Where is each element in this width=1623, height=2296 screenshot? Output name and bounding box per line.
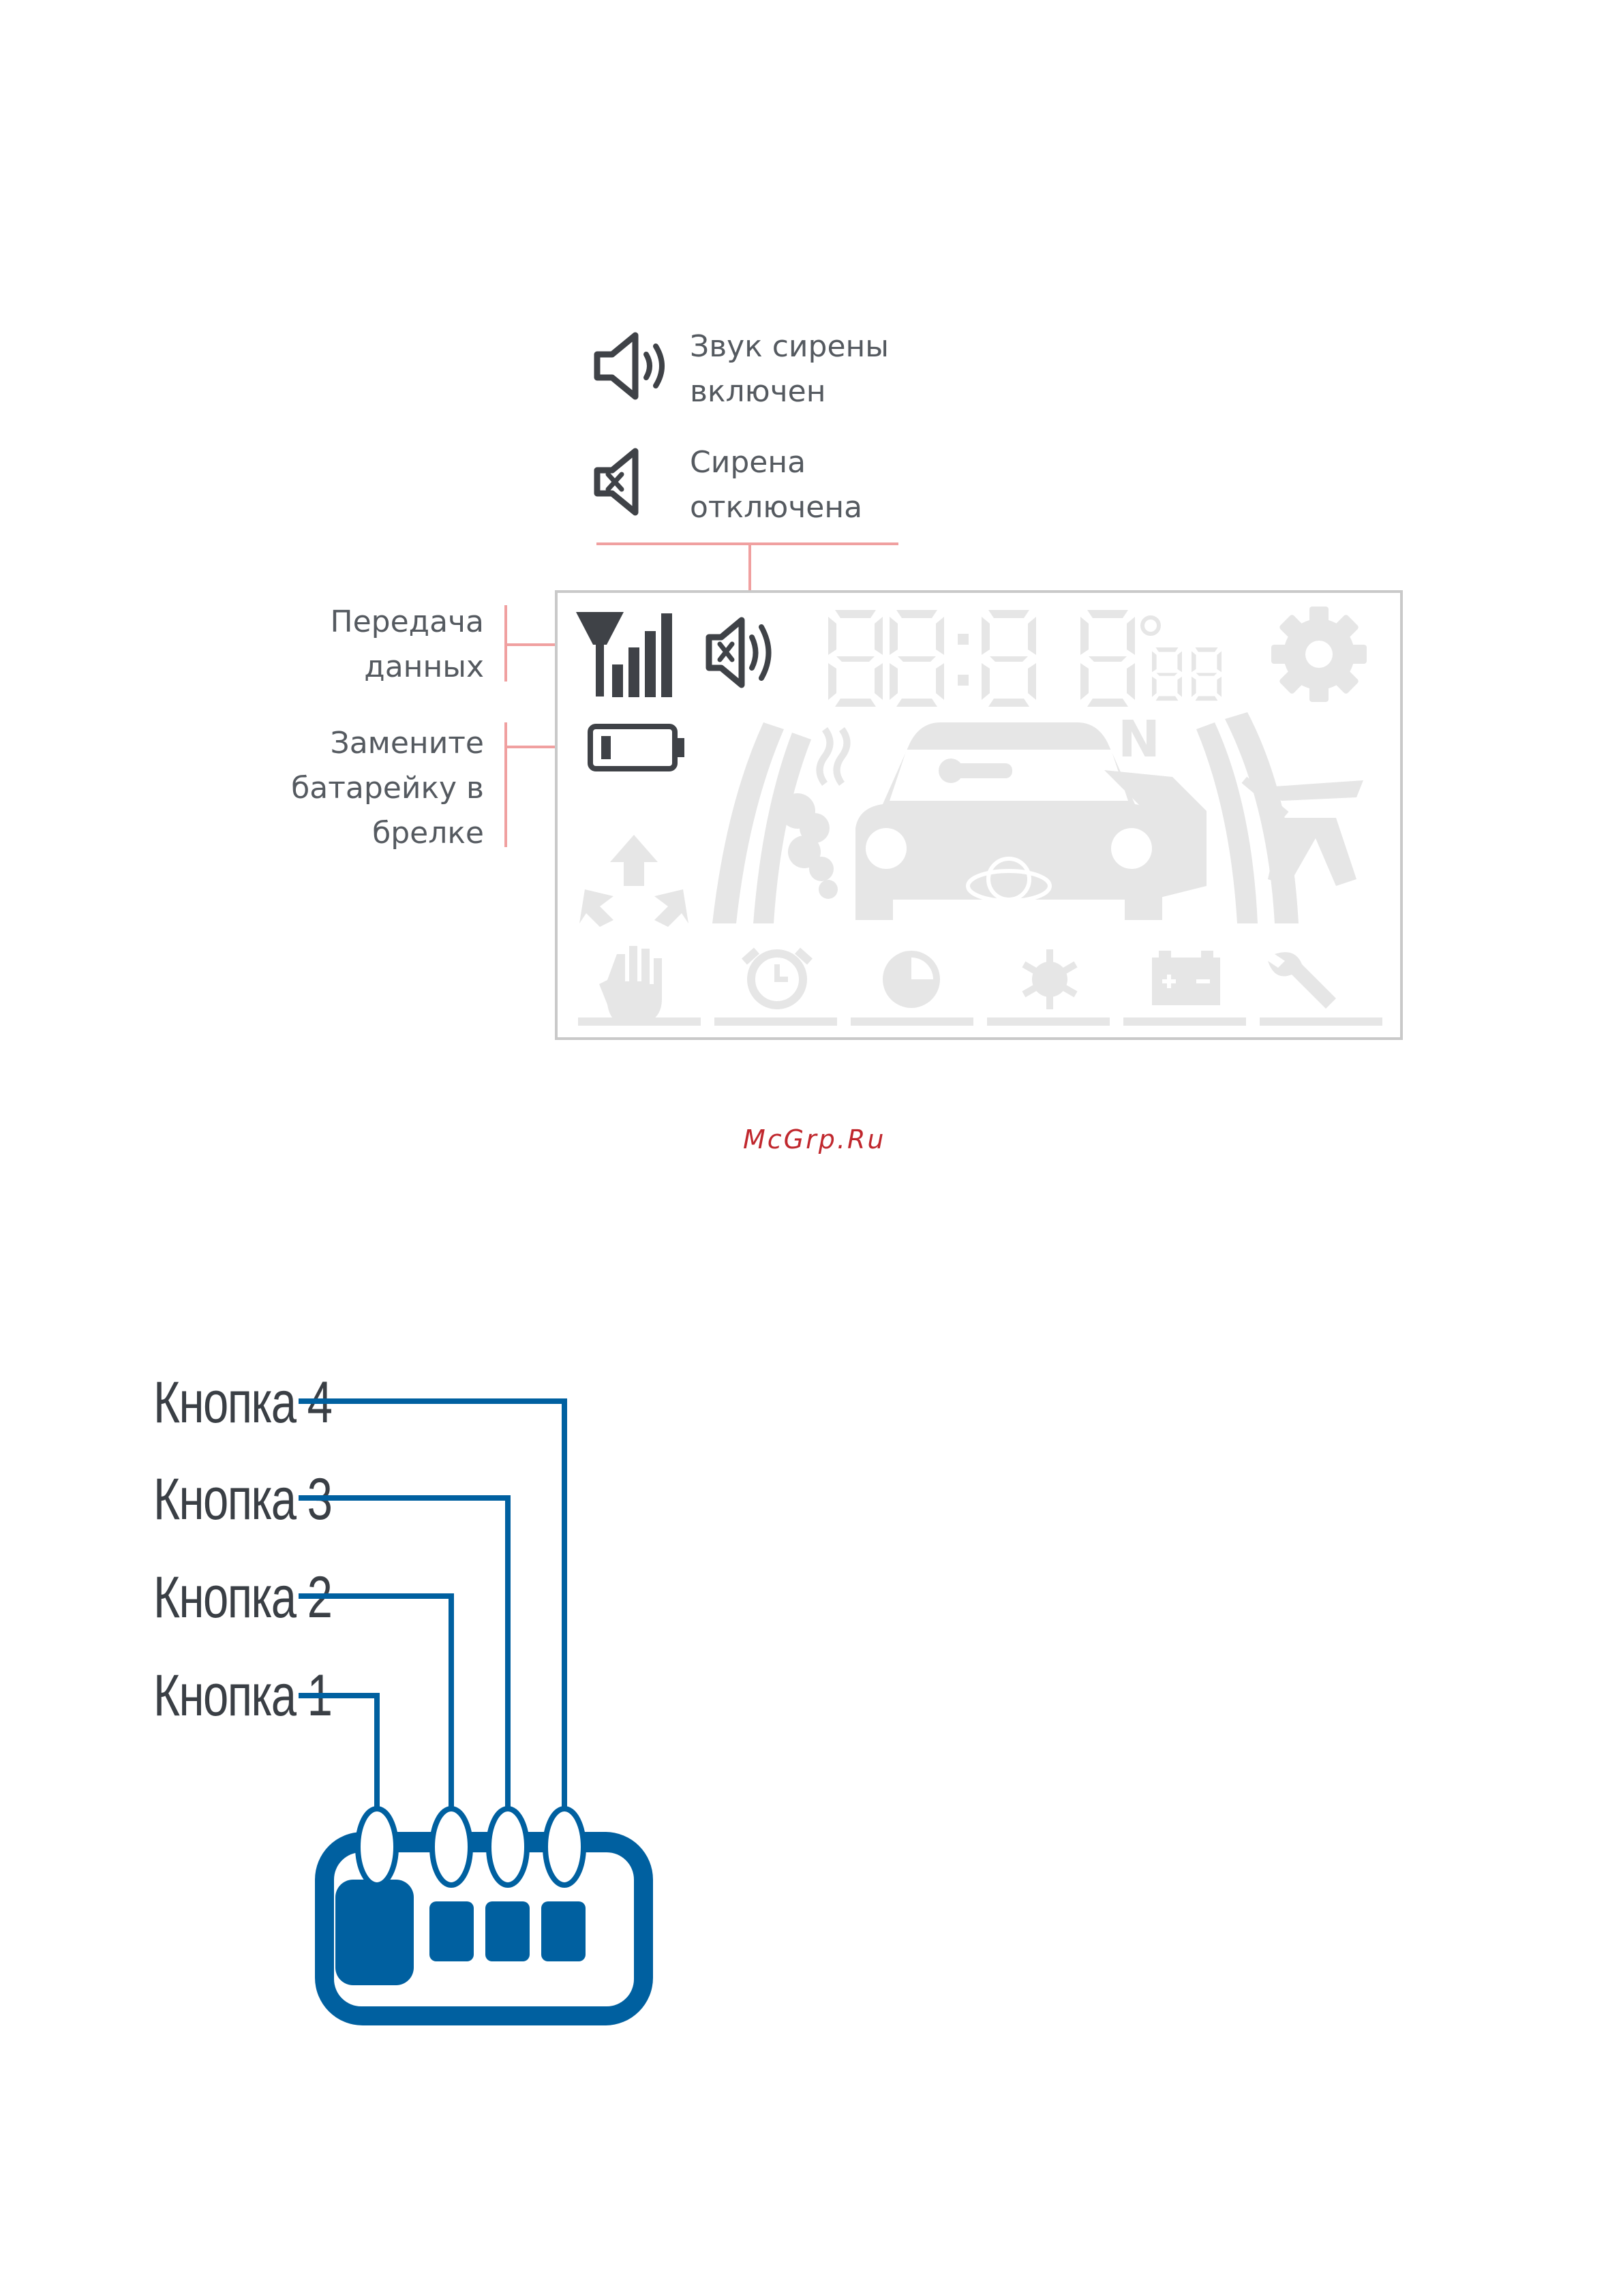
keyfob-button-2 [429, 1901, 474, 1961]
keyfob-button-1 [335, 1880, 414, 1985]
keyfob-button-4 [541, 1901, 586, 1961]
keyfob-button-3 [485, 1901, 530, 1961]
